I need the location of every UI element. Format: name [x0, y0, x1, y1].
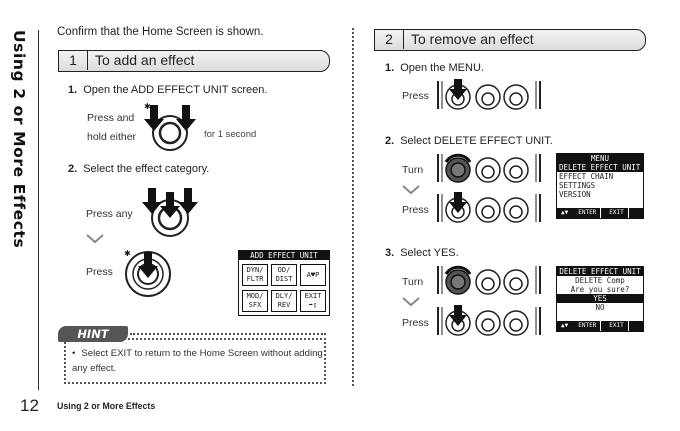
delete-effect-unit-lcd: DELETE EFFECT UNIT DELETE Comp Are you s… — [556, 266, 644, 332]
section-2-header: 2 To remove an effect — [374, 29, 646, 51]
s1-step-1-num: 1. — [68, 84, 78, 96]
delete-lcd-no: NO — [595, 303, 605, 312]
knob-turn-row-icon — [437, 153, 541, 183]
cell-line: DLY/ — [275, 292, 293, 300]
press-label: Press — [86, 266, 113, 278]
menu-lcd-title: MENU — [557, 154, 643, 163]
intro-text: Confirm that the Home Screen is shown. — [57, 26, 264, 38]
delete-lcd-exit: EXIT — [605, 321, 629, 331]
delete-lcd-arrows: ▲▼ — [561, 322, 569, 329]
s2-step-2: 2. Select DELETE EFFECT UNIT. — [385, 135, 553, 147]
s2-step-1-num: 1. — [385, 62, 395, 74]
svg-text:✱: ✱ — [144, 103, 151, 111]
add-effect-lcd-title: ADD EFFECT UNIT — [239, 251, 329, 260]
category-exit: EXIT➡▯ — [300, 290, 326, 312]
s1-step-1: 1. Open the ADD EFFECT UNIT screen. — [68, 84, 267, 96]
menu-item-effect-chain: EFFECT CHAIN — [559, 172, 614, 181]
cell-line: SFX — [248, 301, 262, 309]
footswitch-row-icon — [437, 192, 541, 223]
cell-line: OD/ — [277, 266, 291, 274]
svg-text:✱: ✱ — [124, 249, 131, 258]
press-label-step2: Press — [402, 204, 429, 216]
cell-line: EXIT — [304, 292, 322, 300]
delete-lcd-line2: Are you sure? — [570, 285, 630, 294]
s2-step-1: 1. Open the MENU. — [385, 62, 484, 74]
press-and-text: Press and — [87, 112, 135, 124]
footswitch-row-icon — [437, 305, 541, 336]
s1-step-2-num: 2. — [68, 163, 78, 175]
category-dyn-fltr: DYN/FLTR — [242, 264, 268, 286]
delete-lcd-yes: YES — [557, 294, 643, 303]
hint-dotted-line — [130, 333, 326, 335]
menu-item-settings: SETTINGS — [559, 181, 596, 190]
hint-box — [64, 338, 326, 384]
chevron-down-icon — [86, 234, 104, 244]
chevron-down-icon — [402, 297, 420, 307]
for-1-second-label: for 1 second — [204, 129, 257, 140]
delete-lcd-enter: ENTER — [574, 321, 602, 331]
s2-step-3: 3. Select YES. — [385, 247, 459, 259]
side-section-title: Using 2 or More Effects — [10, 30, 28, 249]
effect-category-grid: DYN/FLTR OD/DIST A♥P MOD/SFX DLY/REV EXI… — [242, 264, 328, 312]
cell-line: FLTR — [246, 275, 264, 283]
hint-bullet: • — [72, 348, 76, 359]
press-any-label: Press any — [86, 208, 133, 220]
press-and-label: Press and hold either — [87, 109, 136, 147]
menu-lcd: MENU DELETE EFFECT UNIT EFFECT CHAIN SET… — [556, 153, 644, 219]
hint-body: Select EXIT to return to the Home Screen… — [72, 348, 323, 374]
turn-label: Turn — [402, 164, 424, 176]
s2-step-3-num: 3. — [385, 247, 395, 259]
hint-text: •Select EXIT to return to the Home Scree… — [72, 346, 324, 376]
s2-step-2-num: 2. — [385, 135, 395, 147]
cell-line: ➡▯ — [308, 301, 318, 309]
cell-line: DIST — [275, 275, 293, 283]
section-2-number: 2 — [375, 30, 404, 49]
menu-lcd-arrows: ▲▼ — [561, 209, 569, 216]
menu-lcd-exit: EXIT — [605, 208, 629, 218]
page-number: 12 — [20, 396, 39, 415]
s1-step-2: 2. Select the effect category. — [68, 163, 209, 175]
press-label-menu: Press — [402, 90, 429, 102]
delete-lcd-line1: DELETE Comp — [575, 276, 625, 285]
knob-turn-row-icon — [437, 265, 541, 295]
footswitch-press-any-icon — [142, 188, 198, 237]
column-divider — [352, 28, 354, 386]
two-footswitch-hold-icon: ✱ — [144, 103, 196, 151]
chevron-down-icon — [402, 185, 420, 195]
cell-line: A♥P — [306, 271, 320, 279]
s1-step-1-text: Open the ADD EFFECT UNIT screen. — [83, 84, 268, 96]
cell-line: MOD/ — [246, 292, 264, 300]
s1-step-2-text: Select the effect category. — [83, 163, 210, 175]
section-1-header: 1 To add an effect — [58, 50, 330, 72]
turn-label-step3: Turn — [402, 276, 424, 288]
delete-lcd-title: DELETE EFFECT UNIT — [557, 267, 643, 276]
cell-line: REV — [277, 301, 291, 309]
category-amp: A♥P — [300, 264, 326, 286]
footswitch-row-icon — [437, 79, 541, 110]
s2-step-3-text: Select YES. — [400, 247, 459, 259]
footer-section: Using 2 or More Effects — [57, 401, 156, 411]
add-effect-unit-lcd: ADD EFFECT UNIT DYN/FLTR OD/DIST A♥P MOD… — [238, 250, 330, 316]
footswitch-press-icon: ✱ — [124, 249, 171, 297]
press-label-step3: Press — [402, 317, 429, 329]
menu-item-delete-effect-unit: DELETE EFFECT UNIT — [557, 163, 643, 172]
category-mod-sfx: MOD/SFX — [242, 290, 268, 312]
side-rule — [38, 30, 39, 390]
hint-tag: HINT — [58, 326, 128, 342]
category-dly-rev: DLY/REV — [271, 290, 297, 312]
s2-step-2-text: Select DELETE EFFECT UNIT. — [400, 135, 553, 147]
cell-line: DYN/ — [246, 266, 264, 274]
menu-item-version: VERSION — [559, 190, 591, 199]
section-2-title: To remove an effect — [411, 31, 534, 47]
s2-step-1-text: Open the MENU. — [400, 62, 484, 74]
category-od-dist: OD/DIST — [271, 264, 297, 286]
hold-either-text: hold either — [87, 131, 137, 143]
section-1-title: To add an effect — [95, 52, 195, 68]
section-1-number: 1 — [59, 51, 88, 70]
menu-lcd-enter: ENTER — [574, 208, 602, 218]
